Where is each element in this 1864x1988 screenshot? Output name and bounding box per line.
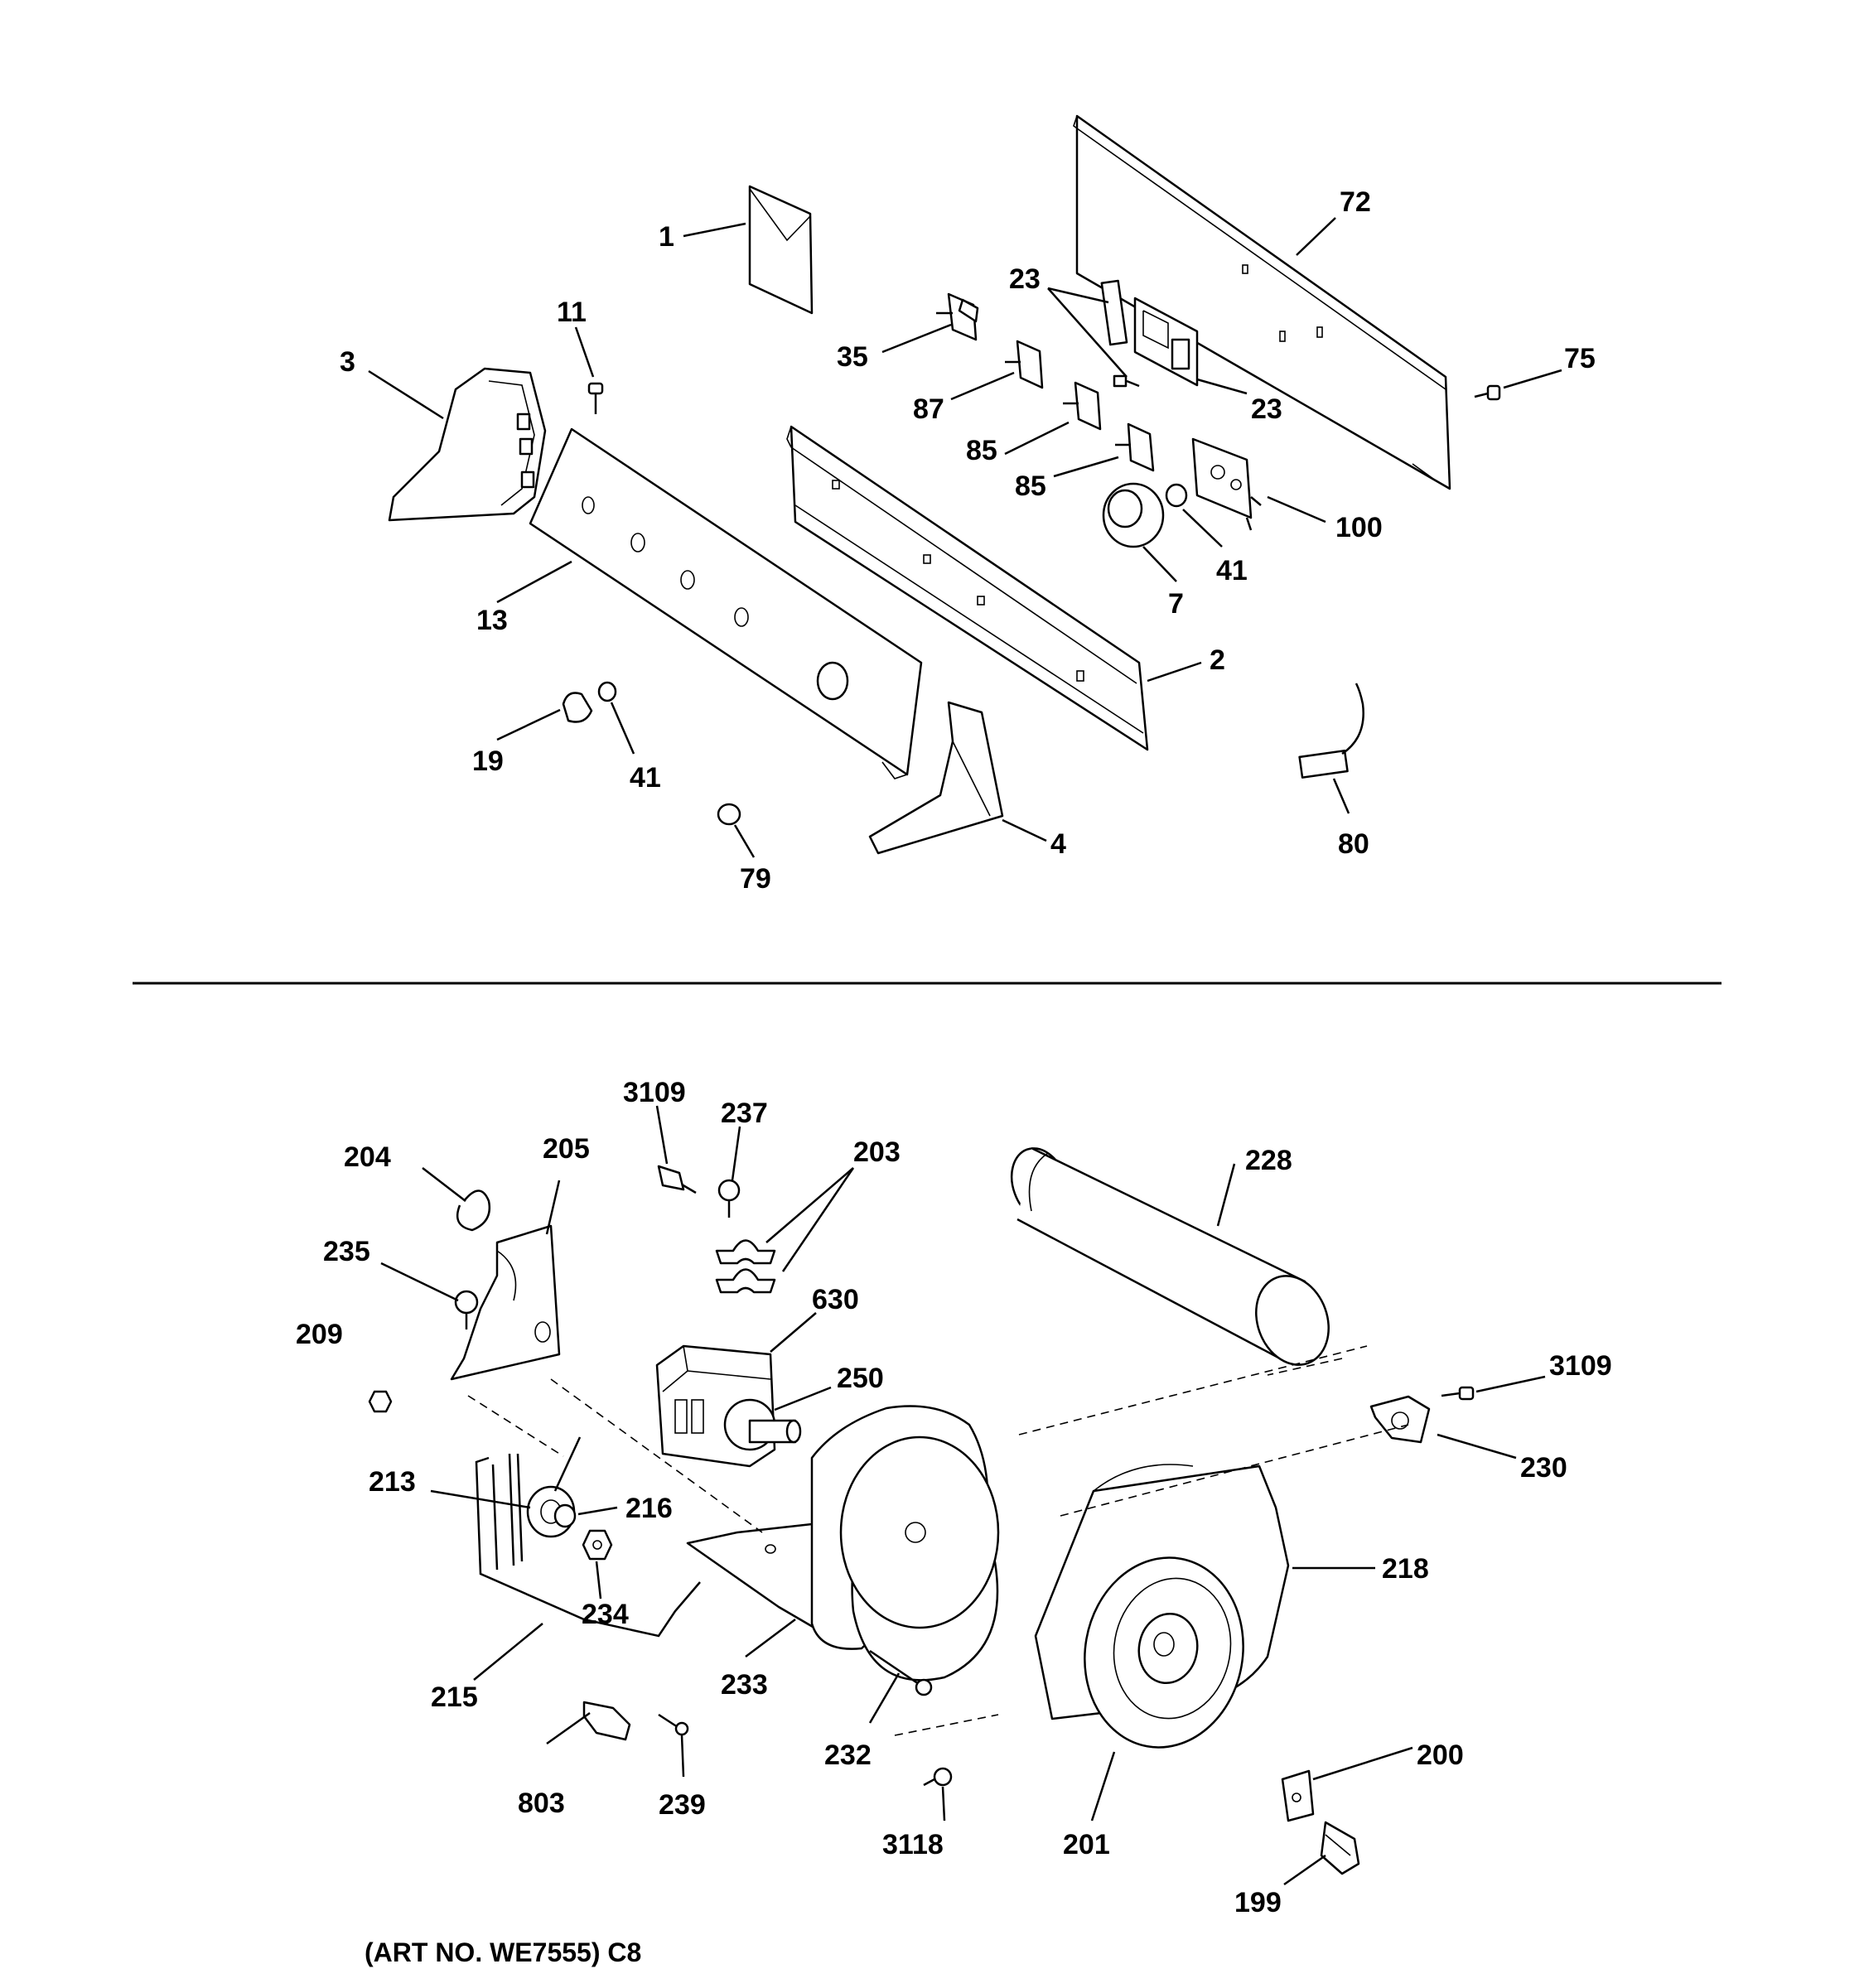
callout-204: 204	[344, 1141, 391, 1173]
part-209-nut	[368, 1390, 393, 1413]
part-216-pulley	[553, 1503, 577, 1528]
part-250-shaft	[723, 1398, 802, 1451]
callout-228: 228	[1245, 1145, 1292, 1176]
callout-23-a: 23	[1009, 263, 1041, 295]
callout-3109-b: 3109	[1549, 1350, 1612, 1382]
part-204-clamp	[456, 1189, 491, 1232]
callout-200: 200	[1417, 1740, 1464, 1771]
art-number-caption: (ART NO. WE7555) C8	[365, 1937, 641, 1967]
part-232-bolt	[869, 1649, 933, 1696]
callout-199: 199	[1234, 1887, 1282, 1918]
callout-41-b: 41	[630, 762, 661, 794]
callout-85-b: 85	[1015, 470, 1046, 502]
callout-250: 250	[837, 1363, 884, 1394]
part-1-envelope	[748, 185, 814, 315]
part-4-bracket-leg	[868, 701, 1004, 855]
callout-203: 203	[853, 1136, 901, 1168]
callout-205: 205	[543, 1133, 590, 1165]
part-85-switch-a	[1063, 381, 1102, 431]
part-2-bracket	[786, 425, 1149, 751]
callout-13: 13	[476, 605, 508, 636]
part-11-screw	[587, 382, 604, 414]
control-panel-section: 1 72 23 11 35 75 3 23 87 85 85 100 41 7 …	[340, 114, 1596, 895]
callout-803: 803	[518, 1788, 565, 1819]
part-228-duct	[1010, 1146, 1330, 1366]
part-41-insert-b	[597, 681, 617, 702]
callout-23-b: 23	[1251, 393, 1282, 425]
callout-7: 7	[1168, 588, 1184, 620]
part-13-control-panel	[529, 427, 923, 779]
part-80-plug	[1298, 683, 1364, 779]
callout-234: 234	[582, 1599, 629, 1630]
part-237-screw	[717, 1179, 741, 1218]
callout-79: 79	[740, 863, 771, 895]
part-239-screw	[658, 1713, 689, 1736]
callout-1: 1	[659, 221, 674, 253]
callout-201: 201	[1063, 1829, 1110, 1860]
part-235-switch	[454, 1290, 479, 1329]
callout-72: 72	[1340, 186, 1371, 218]
bottom-leader-lines	[380, 1105, 1546, 1886]
callout-237: 237	[721, 1098, 768, 1129]
callout-75: 75	[1564, 343, 1596, 374]
callout-230: 230	[1520, 1452, 1567, 1484]
part-230-thermostat	[1369, 1395, 1431, 1444]
callout-3: 3	[340, 346, 355, 378]
callout-3109-a: 3109	[623, 1077, 686, 1108]
part-203-clips	[715, 1239, 776, 1294]
part-100-timer	[1191, 437, 1262, 531]
callout-100: 100	[1335, 512, 1383, 543]
blower-motor-section: 3109 237 203 204 205 228 235 630 209 250…	[296, 1077, 1612, 1918]
callout-85-a: 85	[966, 435, 997, 466]
alignment-dashes	[467, 1345, 1409, 1736]
part-234-nut	[582, 1529, 613, 1561]
callout-218: 218	[1382, 1553, 1429, 1585]
part-3109-switch-b	[1441, 1386, 1475, 1401]
part-3109-switch-a	[657, 1165, 697, 1194]
callout-213: 213	[369, 1466, 416, 1498]
part-85-switch-b	[1115, 422, 1155, 472]
callout-35: 35	[837, 341, 868, 373]
part-3118-screw	[923, 1767, 953, 1787]
part-72-back-panel	[1073, 114, 1451, 490]
callout-11: 11	[557, 297, 587, 328]
part-23-control-board	[1100, 279, 1199, 388]
top-leader-lines	[368, 217, 1562, 858]
callout-80: 80	[1338, 828, 1369, 860]
part-75-screw	[1474, 384, 1501, 401]
part-201-blower-wheel	[1084, 1556, 1244, 1749]
callout-630: 630	[812, 1284, 859, 1315]
callout-232: 232	[824, 1740, 872, 1771]
part-215-rod	[475, 1453, 701, 1638]
callout-41-a: 41	[1216, 555, 1248, 586]
callout-2: 2	[1210, 644, 1225, 676]
callout-215: 215	[431, 1682, 478, 1713]
callout-239: 239	[659, 1789, 706, 1821]
part-803-connector	[582, 1701, 631, 1741]
part-205-bracket	[450, 1224, 561, 1381]
part-41-insert-a	[1165, 483, 1188, 508]
part-19-knob	[562, 692, 593, 723]
part-79-bushing	[717, 803, 741, 826]
part-35-switch	[936, 292, 979, 341]
callout-3118: 3118	[882, 1829, 944, 1860]
callout-233: 233	[721, 1669, 768, 1701]
callout-209: 209	[296, 1319, 343, 1350]
callout-216: 216	[625, 1493, 673, 1524]
part-200-clip	[1281, 1769, 1315, 1822]
part-199-bolt	[1320, 1821, 1360, 1875]
callout-235: 235	[323, 1236, 370, 1267]
part-3-end-cap	[388, 367, 547, 522]
callout-19: 19	[472, 746, 504, 777]
part-7-knob	[1102, 482, 1165, 548]
callout-4: 4	[1050, 828, 1066, 860]
part-87-switch	[1005, 340, 1044, 389]
callout-87: 87	[913, 393, 944, 425]
